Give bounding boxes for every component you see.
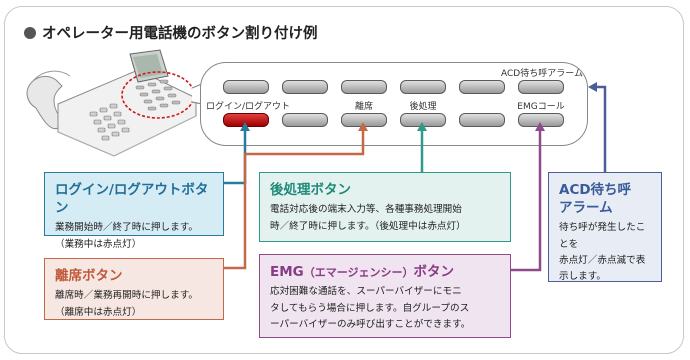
panel-key-r1-5[interactable] bbox=[459, 80, 505, 94]
emg-heading-paren: （エマージェンシー） bbox=[303, 266, 414, 279]
away-key-label: 離席 bbox=[354, 102, 373, 112]
bullet-icon bbox=[24, 27, 36, 39]
emg-connector bbox=[511, 128, 542, 272]
telephone-illustration bbox=[26, 49, 203, 157]
panel-key-r2-2[interactable] bbox=[282, 113, 328, 127]
acd-alarm-key[interactable] bbox=[518, 80, 564, 94]
login-logout-heading: ログイン/ログアウトボタン bbox=[55, 182, 209, 217]
emg-text-3: ーパーバイザーのみ呼び出すことができます。 bbox=[270, 318, 471, 330]
acd-alarm-text-2: 赤点灯／赤点滅で表 bbox=[559, 255, 646, 267]
emg-heading: EMG（エマージェンシー）ボタン bbox=[270, 263, 500, 281]
away-text-1: 離席時／業務再開時に押します。 bbox=[55, 290, 198, 302]
diagram-title: オペレーター用電話機のボタン割り付け例 bbox=[24, 22, 318, 43]
emg-arrowhead bbox=[535, 122, 545, 131]
after-call-work-text-1: 電話対応後の端末入力等、各種事務処理開始 bbox=[270, 204, 462, 216]
acd-alarm-heading-1: ACD待ち呼 bbox=[559, 182, 632, 198]
acd-alarm-heading: ACD待ち呼アラーム bbox=[559, 181, 651, 217]
panel-key-r1-3[interactable] bbox=[341, 80, 387, 94]
login-logout-description: ログイン/ログアウトボタン 業務開始時／終了時に押します。 （業務中は赤点灯） bbox=[44, 172, 224, 250]
panel-key-r1-4[interactable] bbox=[400, 80, 446, 94]
away-heading: 離席ボタン bbox=[55, 268, 123, 284]
emg-call-key-label: EMGコール bbox=[517, 102, 565, 112]
login-logout-text-1: 業務開始時／終了時に押します。 bbox=[55, 222, 198, 234]
login-arrowhead bbox=[240, 122, 250, 131]
after-call-work-key-label: 後処理 bbox=[409, 102, 437, 112]
emg-heading-end: ボタン bbox=[413, 264, 455, 280]
acd-alarm-key-label: ACD待ち呼アラーム bbox=[501, 69, 583, 79]
phone-handset bbox=[26, 70, 71, 130]
panel-key-r1-1[interactable] bbox=[223, 80, 269, 94]
panel-key-r1-2[interactable] bbox=[282, 80, 328, 94]
emg-heading-main: EMG bbox=[270, 264, 304, 280]
emg-text-1: 応対困難な通話を、スーパーバイザーにモニ bbox=[270, 286, 462, 298]
login-logout-text-2: （業務中は赤点灯） bbox=[55, 238, 142, 250]
acd-alarm-text-1: 待ち呼が発生したことを bbox=[559, 222, 646, 250]
emg-description: EMG（エマージェンシー）ボタン 応対困難な通話を、スーパーバイザーにモニ タし… bbox=[259, 254, 511, 338]
acd-arrowhead bbox=[588, 82, 597, 92]
away-arrowhead bbox=[358, 122, 368, 131]
acd-connector bbox=[594, 85, 607, 172]
title-text: オペレーター用電話機のボタン割り付け例 bbox=[42, 26, 318, 42]
phone-keypad bbox=[89, 103, 130, 141]
after-call-work-description: 後処理ボタン 電話対応後の端末入力等、各種事務処理開始 時／終了時に押します。（… bbox=[259, 172, 511, 242]
panel-key-r2-5[interactable] bbox=[459, 113, 505, 127]
after-call-work-heading: 後処理ボタン bbox=[270, 182, 351, 198]
emg-text-2: タしてもらう場合に押します。自グループのス bbox=[270, 302, 470, 314]
after-call-work-text-2: 時／終了時に押します。（後処理中は赤点灯） bbox=[270, 220, 466, 232]
acd-alarm-heading-2: アラーム bbox=[559, 200, 613, 217]
away-connector bbox=[224, 128, 365, 270]
away-text-2: （離席中は赤点灯） bbox=[55, 306, 142, 318]
login-connector bbox=[224, 128, 247, 185]
after-call-work-arrowhead bbox=[417, 122, 427, 131]
phone-display bbox=[129, 49, 169, 83]
acd-alarm-text-3: 示します。 bbox=[559, 271, 607, 283]
away-description: 離席ボタン 離席時／業務再開時に押します。 （離席中は赤点灯） bbox=[44, 258, 224, 320]
login-logout-key-label: ログイン/ログアウト bbox=[206, 102, 291, 112]
acd-alarm-description: ACD待ち呼アラーム 待ち呼が発生したことを 赤点灯／赤点滅で表 示します。 bbox=[548, 172, 662, 282]
phone-function-keys bbox=[135, 79, 181, 111]
